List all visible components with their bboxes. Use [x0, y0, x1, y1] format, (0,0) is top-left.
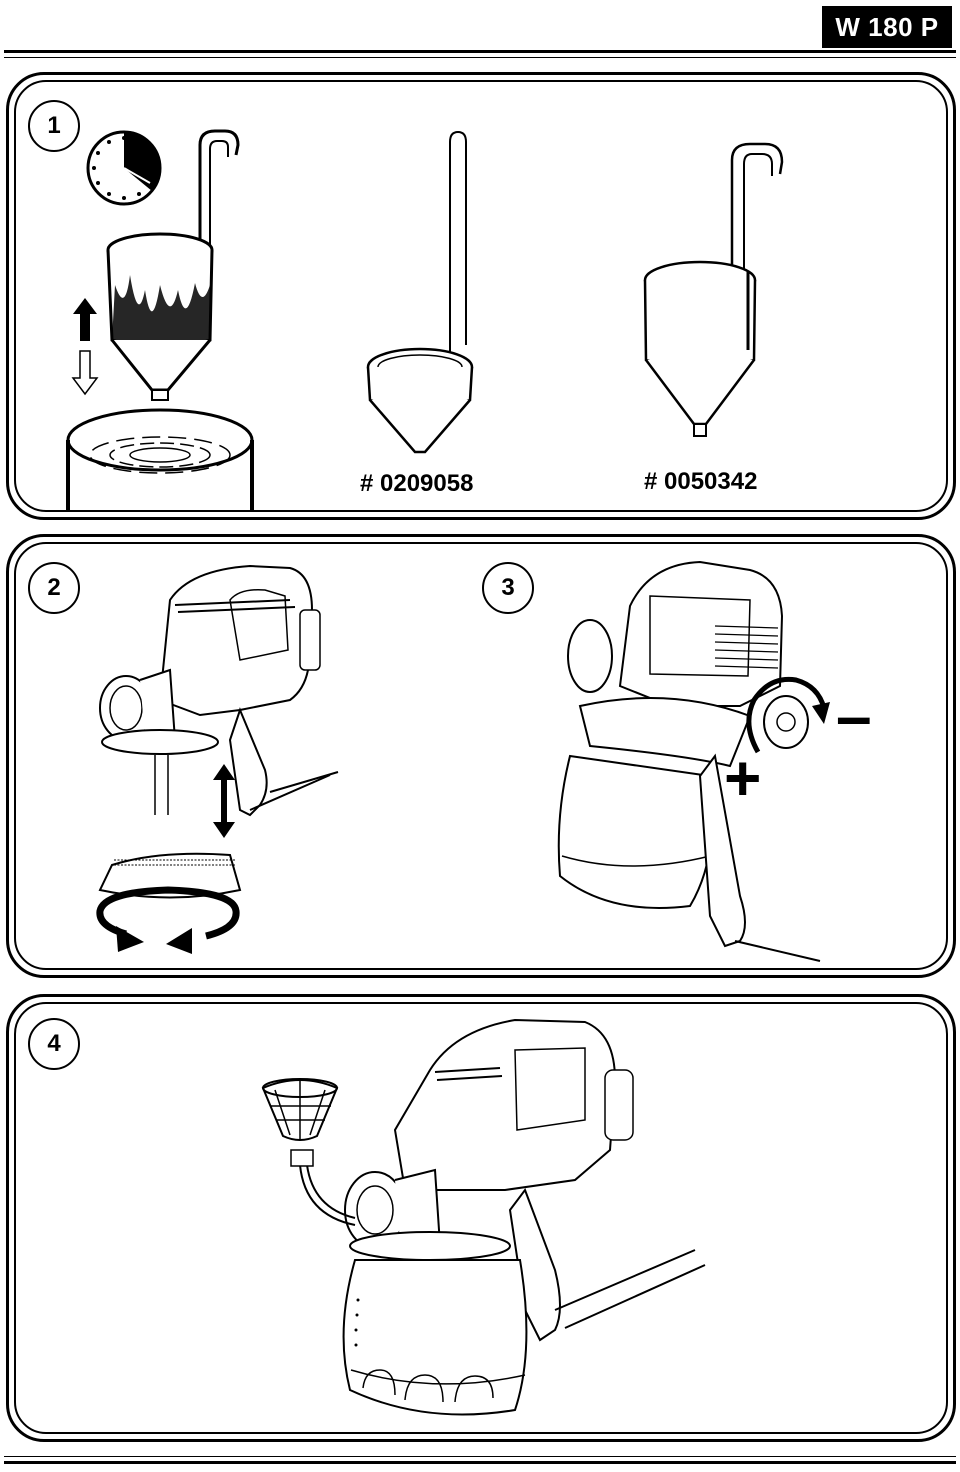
- footer-rule-thin: [4, 1456, 956, 1457]
- step-1-badge: 1: [28, 100, 80, 152]
- minus-sign: –: [836, 680, 872, 752]
- viscosity-cup-dipping-illustration: [60, 125, 270, 510]
- spray-gun-with-filter-illustration: [255, 1010, 715, 1430]
- spray-gun-detach-illustration: [90, 560, 350, 960]
- rotate-arrow-icon: [96, 886, 240, 954]
- clock-icon: [84, 128, 164, 208]
- up-down-arrow-icon: [70, 298, 100, 396]
- step-2-badge: 2: [28, 562, 80, 614]
- spray-gun-adjust-illustration: [550, 556, 830, 966]
- panel-2-3-inner: [14, 542, 948, 970]
- viscosity-cup-0209058: [360, 130, 480, 460]
- step-4-badge: 4: [28, 1018, 80, 1070]
- panel-2-3: [6, 534, 956, 978]
- plus-sign: +: [724, 742, 762, 814]
- panel-4-inner: [14, 1002, 948, 1434]
- header-rule-thick: [4, 50, 956, 53]
- header-rule-thin: [4, 57, 956, 58]
- panel-1-inner: [14, 80, 948, 512]
- part-number-0050342: # 0050342: [644, 468, 758, 495]
- rotate-knob-arrow-icon: [740, 674, 830, 758]
- up-down-arrow-icon: [213, 764, 235, 838]
- model-badge: W 180 P: [822, 6, 952, 48]
- footer-rule-thick: [4, 1461, 956, 1464]
- step-3-badge: 3: [482, 562, 534, 614]
- viscosity-cup-0050342: [640, 140, 790, 440]
- part-number-0209058: # 0209058: [360, 470, 474, 497]
